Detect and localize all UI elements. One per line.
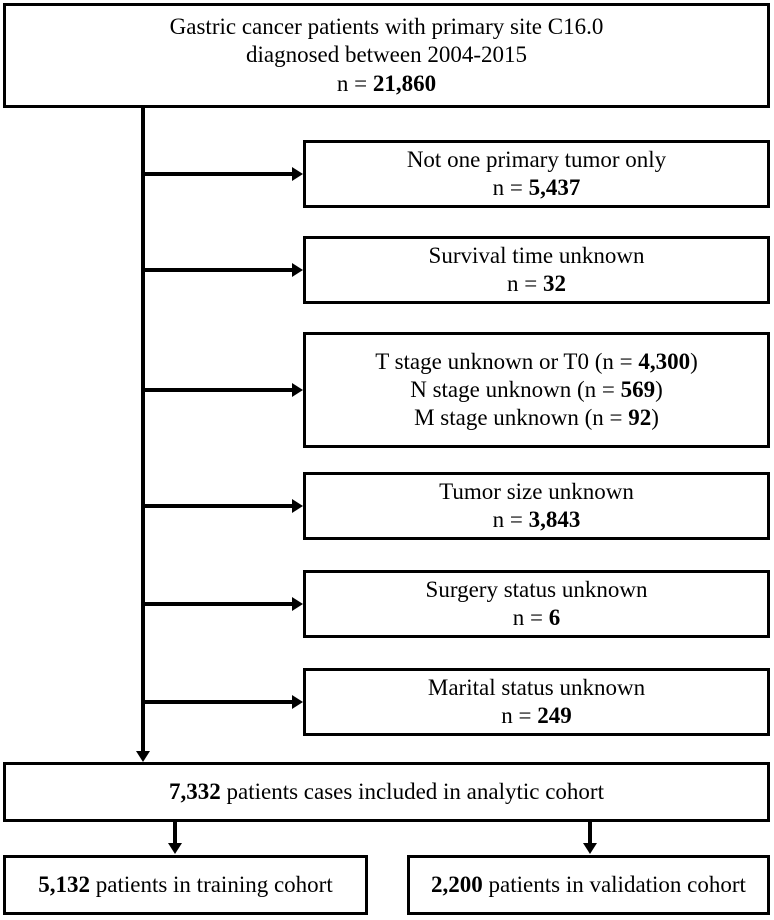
training-cohort-count: 5,132	[38, 871, 90, 897]
exclusion-box-3: T stage unknown or T0 (n = 4,300) N stag…	[303, 332, 770, 448]
validation-cohort-text: 2,200 patients in validation cohort	[431, 871, 746, 899]
exclusion-count-prefix-4: n =	[492, 507, 529, 532]
exclusion-label-1: Not one primary tumor only	[406, 146, 667, 172]
training-cohort-text: 5,132 patients in training cohort	[38, 871, 332, 899]
analytic-cohort-text: 7,332 patients cases included in analyti…	[169, 778, 604, 806]
training-branch-line	[173, 822, 177, 845]
validation-branch-arrowhead	[583, 843, 597, 854]
analytic-cohort-count: 7,332	[169, 778, 221, 804]
branch-line-2	[141, 268, 293, 272]
exclusion-box-1: Not one primary tumor only n = 5,437	[303, 140, 770, 208]
branch-arrowhead-1	[292, 167, 303, 181]
source-count: n = 21,860	[337, 70, 436, 98]
exclusion-label-5: Surgery status unknown	[425, 576, 648, 602]
branch-arrowhead-3	[292, 383, 303, 397]
n-stage-prefix: N stage unknown (n =	[410, 376, 621, 402]
exclusion-count-5: n = 6	[513, 604, 560, 632]
t-stage-suffix: )	[690, 348, 698, 374]
exclusion-count-prefix-5: n =	[512, 605, 549, 630]
training-cohort-label: patients in training cohort	[90, 871, 333, 897]
n-stage-suffix: )	[655, 376, 663, 402]
source-line-1: Gastric cancer patients with primary sit…	[169, 14, 604, 40]
exclusion-box-2: Survival time unknown n = 32	[303, 236, 770, 304]
analytic-cohort-label: patients cases included in analytic coho…	[220, 778, 604, 804]
spine-terminal-arrowhead	[136, 751, 150, 762]
source-cohort-box: Gastric cancer patients with primary sit…	[3, 3, 770, 108]
exclusion-label-6: Marital status unknown	[427, 674, 646, 700]
training-cohort-box: 5,132 patients in training cohort	[3, 855, 368, 915]
exclusion-count-value-5: 6	[548, 605, 561, 630]
exclusion-count-value-2: 32	[542, 271, 566, 296]
branch-arrowhead-4	[292, 499, 303, 513]
exclusion-count-2: n = 32	[507, 270, 566, 298]
training-branch-arrowhead	[168, 843, 182, 854]
branch-line-1	[141, 172, 293, 176]
m-stage-line: M stage unknown (n = 92)	[414, 404, 659, 432]
m-stage-value: 92	[628, 405, 652, 431]
exclusion-box-5: Surgery status unknown n = 6	[303, 570, 770, 638]
validation-branch-line	[588, 822, 592, 845]
exclusion-count-1: n = 5,437	[493, 174, 581, 202]
branch-line-4	[141, 504, 293, 508]
source-count-prefix: n =	[336, 70, 373, 96]
branch-line-3	[141, 388, 293, 392]
n-stage-value: 569	[620, 376, 656, 402]
validation-cohort-count: 2,200	[431, 871, 483, 897]
exclusion-label-4: Tumor size unknown	[439, 478, 634, 504]
main-spine-line	[141, 108, 145, 754]
exclusion-count-value-1: 5,437	[528, 175, 581, 200]
exclusion-count-prefix-2: n =	[507, 271, 543, 296]
source-line-2: diagnosed between 2004-2015	[245, 42, 528, 68]
m-stage-prefix: M stage unknown (n =	[414, 405, 629, 431]
exclusion-box-4: Tumor size unknown n = 3,843	[303, 472, 770, 540]
exclusion-count-4: n = 3,843	[493, 506, 581, 534]
branch-arrowhead-5	[292, 597, 303, 611]
n-stage-line: N stage unknown (n = 569)	[410, 376, 663, 404]
source-count-value: 21,860	[372, 70, 437, 96]
exclusion-box-6: Marital status unknown n = 249	[303, 668, 770, 736]
validation-cohort-box: 2,200 patients in validation cohort	[407, 855, 770, 915]
branch-line-5	[141, 602, 293, 606]
exclusion-count-prefix-1: n =	[492, 175, 529, 200]
exclusion-count-value-4: 3,843	[528, 507, 581, 532]
branch-arrowhead-6	[292, 695, 303, 709]
analytic-cohort-box: 7,332 patients cases included in analyti…	[3, 762, 770, 822]
t-stage-line: T stage unknown or T0 (n = 4,300)	[375, 348, 698, 376]
t-stage-prefix: T stage unknown or T0 (n =	[375, 348, 639, 374]
branch-arrowhead-2	[292, 263, 303, 277]
exclusion-count-prefix-6: n =	[501, 703, 538, 728]
exclusion-label-2: Survival time unknown	[428, 242, 645, 268]
exclusion-count-value-6: 249	[537, 703, 572, 728]
m-stage-suffix: )	[651, 405, 659, 431]
branch-line-6	[141, 700, 293, 704]
validation-cohort-label: patients in validation cohort	[482, 871, 746, 897]
t-stage-value: 4,300	[638, 348, 691, 374]
exclusion-count-6: n = 249	[501, 702, 571, 730]
